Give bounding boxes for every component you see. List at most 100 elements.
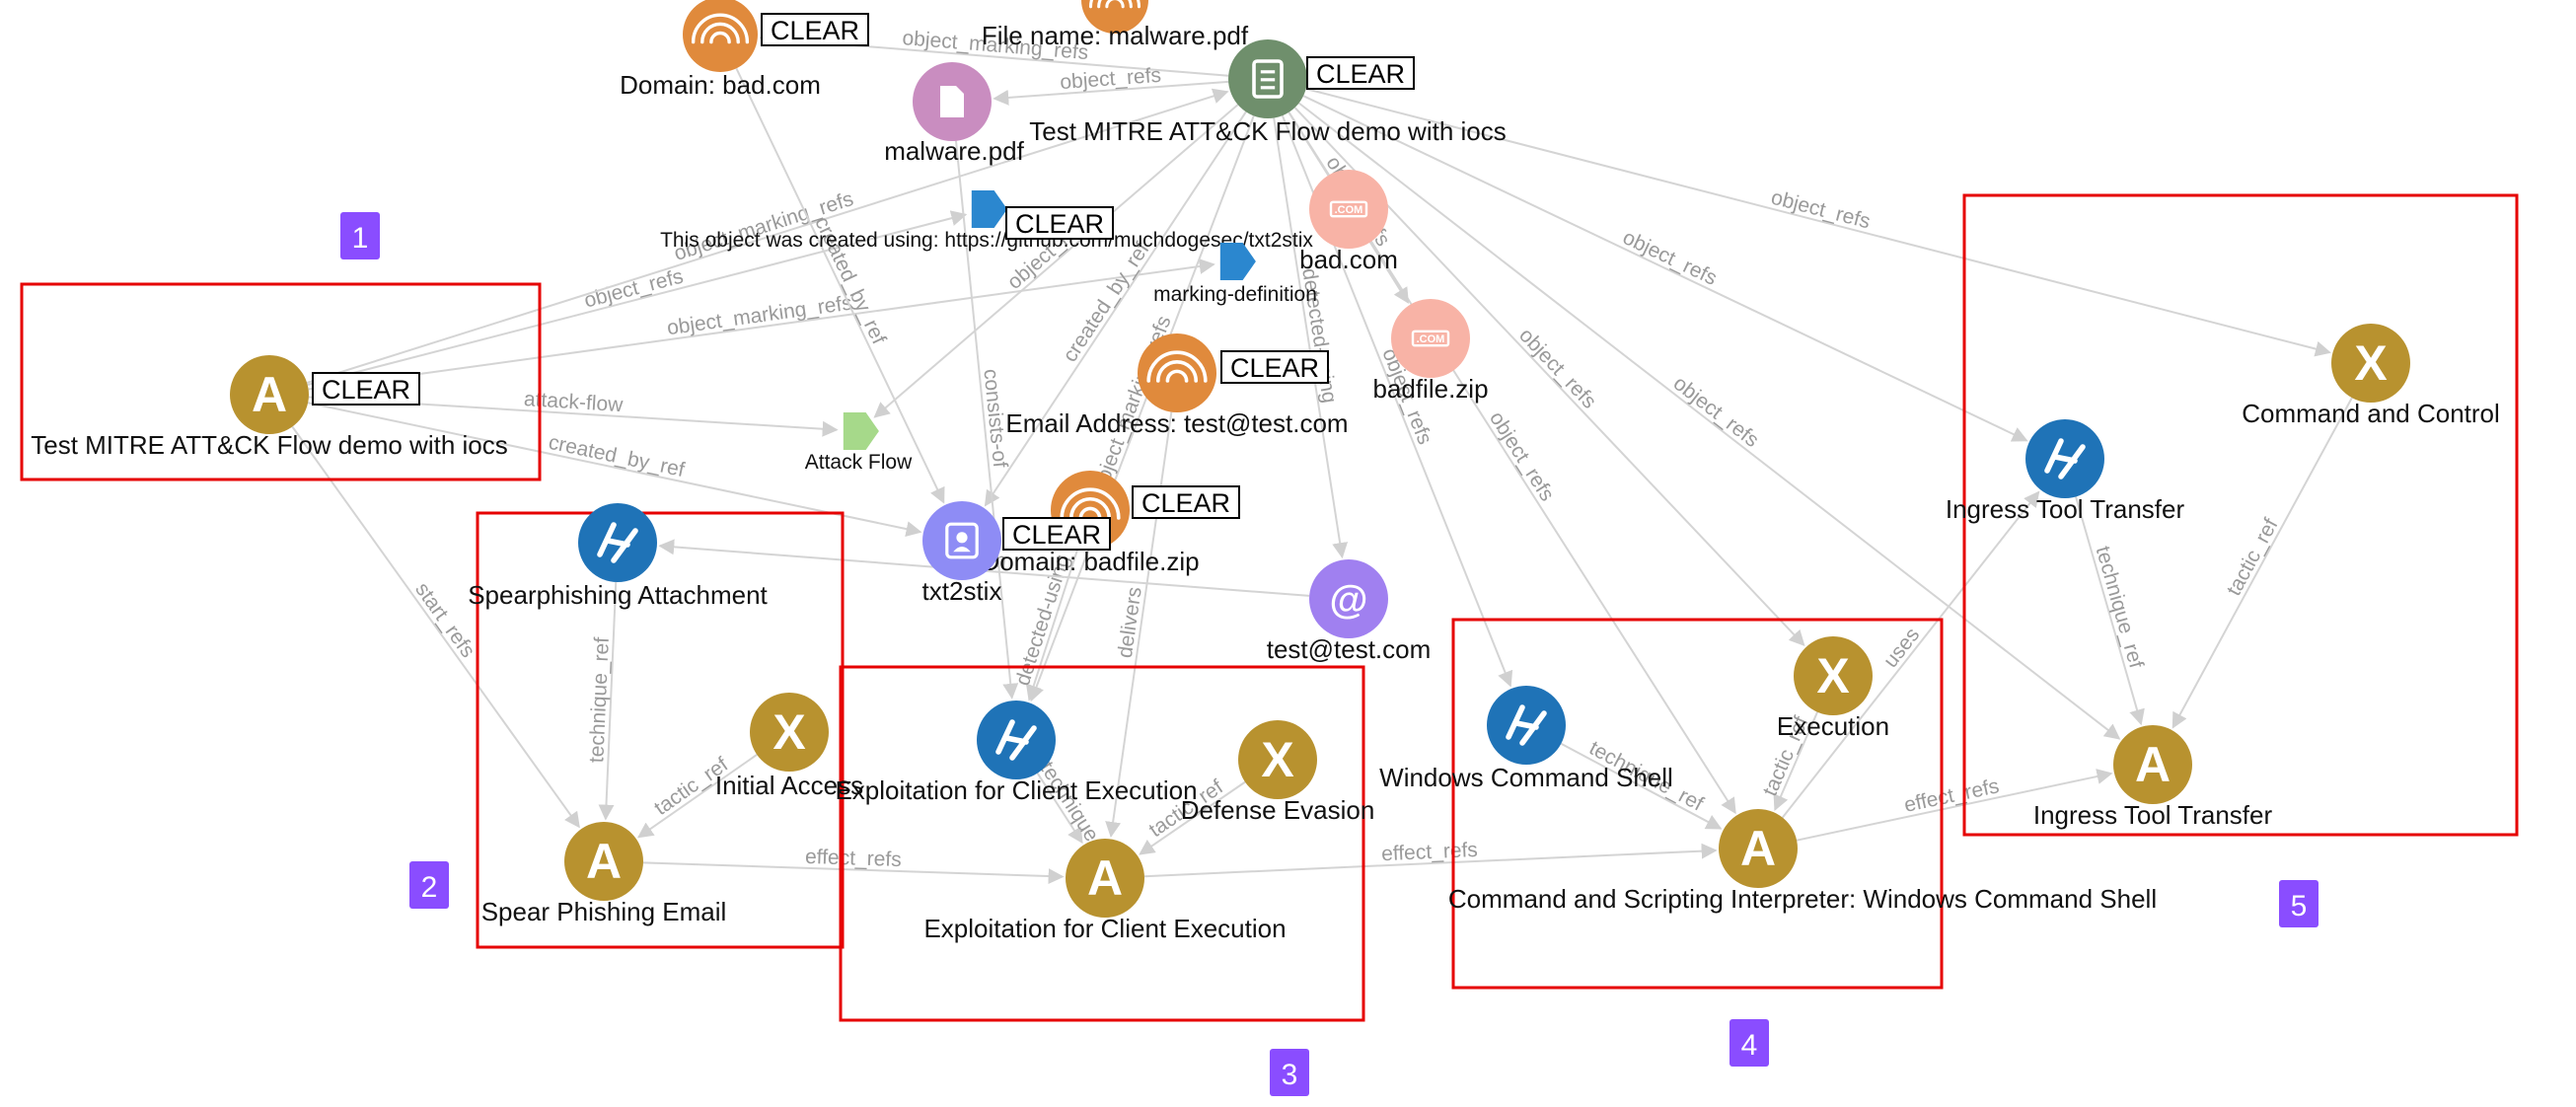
edge-line: [1302, 95, 2028, 442]
svg-text:@: @: [1329, 578, 1367, 622]
fingerprint-icon: [683, 0, 758, 72]
edge-line: [1773, 711, 1818, 812]
marking-flag-icon: [971, 190, 1007, 228]
group-4: 4: [1451, 618, 1944, 1067]
attack-flow-icon: [843, 412, 879, 450]
attack-action-icon: [230, 355, 309, 434]
node-label: badfile.zip: [1372, 374, 1488, 404]
marking-label: CLEAR: [322, 375, 410, 405]
svg-text:A: A: [252, 367, 287, 422]
edge-line: [291, 425, 580, 829]
tlp-marking-tag: CLEAR: [1005, 206, 1114, 240]
edge-label: object_refs: [1669, 372, 1763, 452]
svg-text:A: A: [1087, 850, 1123, 906]
group-badge: [340, 212, 380, 259]
edge-line: [1305, 88, 2331, 357]
edge-label: object_refs: [1514, 324, 1600, 412]
attack-action-icon: [1719, 809, 1798, 888]
at-sign-icon: [1309, 559, 1388, 638]
node-label: Test MITRE ATT&CK Flow demo with iocs: [1029, 116, 1507, 146]
edge-line: [993, 80, 1229, 106]
node-label: Initial Access: [715, 771, 863, 800]
group-1: 1: [20, 212, 542, 481]
node-ingress-tool-transfer[interactable]: Ingress Tool Transfer: [1946, 419, 2185, 524]
marking-label: CLEAR: [771, 16, 859, 45]
edge-effect-refs: effect_refs: [642, 846, 1065, 885]
group-badge-number: 4: [1741, 1029, 1758, 1062]
node-label: Spearphishing Attachment: [468, 580, 768, 610]
tactic-x-icon: [1238, 720, 1317, 799]
tlp-marking-tag: CLEAR: [1132, 485, 1240, 519]
edge-effect-refs: effect_refs: [1143, 839, 1718, 878]
node-attack-flow[interactable]: Attack Flow: [805, 412, 913, 474]
svg-text:A: A: [2135, 737, 2171, 792]
edge-delivers: delivers: [1105, 411, 1173, 839]
group-box: [1962, 193, 2519, 837]
edge-line: [1273, 117, 1349, 559]
node-label: Spear Phishing Email: [481, 897, 727, 926]
attack-action-icon: [2113, 725, 2192, 804]
node-label: Exploitation for Client Execution: [923, 914, 1286, 943]
edge-label: object_refs: [1769, 186, 1873, 234]
node-this-object-was-created-using-https-github-com-muchdogesec-txt2stix[interactable]: This object was created using: https://g…: [660, 190, 1313, 252]
node-label: Ingress Tool Transfer: [1946, 494, 2185, 524]
group-box: [1451, 618, 1944, 990]
node-exploitation-for-client-execution[interactable]: A Exploitation for Client Execution: [923, 839, 1287, 943]
edge-label: effect_refs: [1902, 775, 2001, 817]
edge-line: [307, 210, 968, 386]
domain-icon: [1309, 170, 1388, 249]
edge-label: created_by_ref: [547, 431, 687, 481]
node-txt2stix[interactable]: txt2stix CLEAR: [922, 501, 1111, 606]
node-marking-definition[interactable]: marking-definition: [1153, 243, 1317, 306]
edge-label: object_refs: [582, 265, 686, 313]
domain-icon: [1391, 299, 1470, 378]
node-label: marking-definition: [1153, 283, 1317, 306]
group-2: 2: [409, 511, 845, 949]
node-test-mitre-att-ck-flow-demo-with-iocs[interactable]: Test MITRE ATT&CK Flow demo with iocs CLE…: [1029, 39, 1507, 146]
group-badge-number: 1: [352, 222, 369, 255]
node-label: Email Address: test@test.com: [1005, 408, 1348, 438]
tlp-marking-tag: CLEAR: [1306, 56, 1415, 90]
marking-label: CLEAR: [1012, 520, 1101, 550]
edge-line: [1139, 780, 1246, 855]
marking-label: CLEAR: [1015, 209, 1104, 239]
edge-label: object_refs: [1060, 64, 1162, 94]
node-exploitation-for-client-execution[interactable]: Exploitation for Client Execution: [835, 701, 1198, 805]
marking-label: CLEAR: [1316, 59, 1405, 89]
node-malware-pdf[interactable]: malware.pdf: [884, 62, 1025, 166]
tlp-marking-tag: CLEAR: [1002, 517, 1111, 551]
edge-line: [1036, 773, 1083, 845]
node-windows-command-shell[interactable]: Windows Command Shell: [1379, 686, 1673, 792]
edge-line: [307, 402, 922, 537]
group-box: [476, 511, 845, 949]
node-label: Command and Control: [2242, 399, 2500, 428]
node-spearphishing-attachment[interactable]: Spearphishing Attachment: [468, 503, 769, 610]
edge-line: [2171, 397, 2353, 729]
node-label: File name: malware.pdf: [982, 21, 1249, 50]
node-test-test-com[interactable]: @test@test.com: [1267, 559, 1432, 664]
edge-line: [1143, 843, 1718, 878]
tactic-x-icon: [2331, 324, 2410, 403]
node-file-name-malware-pdf[interactable]: File name: malware.pdf: [982, 0, 1249, 50]
edge-line: [1028, 115, 1255, 702]
edge-line: [1298, 102, 2121, 740]
node-label: txt2stix: [922, 576, 1002, 606]
tlp-marking-tag: CLEAR: [312, 372, 420, 406]
edge-start-refs: start_refs: [291, 425, 580, 829]
edge-line: [873, 104, 1239, 418]
